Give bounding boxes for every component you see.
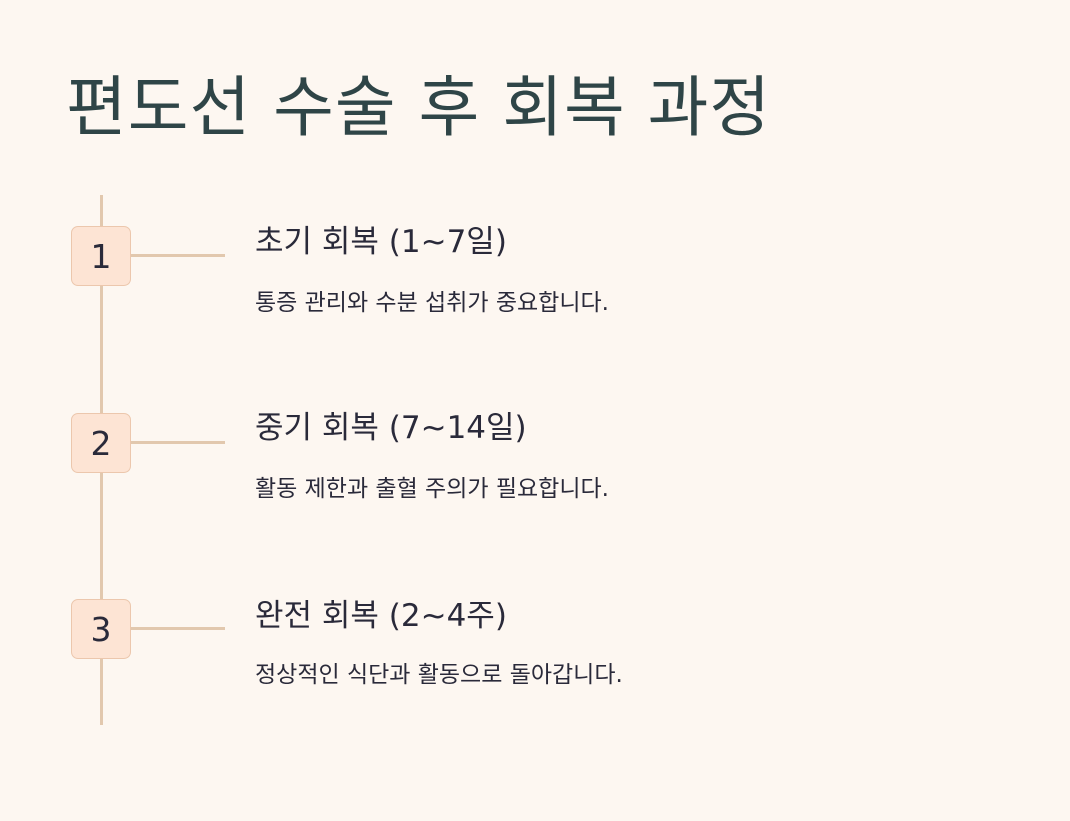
step-title: 중기 회복 (7~14일): [255, 410, 527, 446]
step-connector-line: [131, 441, 225, 444]
step-description: 활동 제한과 출혈 주의가 필요합니다.: [255, 476, 609, 502]
page-title: 편도선 수술 후 회복 과정: [66, 69, 772, 146]
step-description: 통증 관리와 수분 섭취가 중요합니다.: [255, 290, 609, 316]
step-connector-line: [131, 254, 225, 257]
step-title: 초기 회복 (1~7일): [255, 224, 507, 260]
timeline-vertical-line: [100, 195, 103, 725]
step-connector-line: [131, 627, 225, 630]
step-title: 완전 회복 (2~4주): [255, 598, 507, 634]
step-description: 정상적인 식단과 활동으로 돌아갑니다.: [255, 662, 623, 688]
